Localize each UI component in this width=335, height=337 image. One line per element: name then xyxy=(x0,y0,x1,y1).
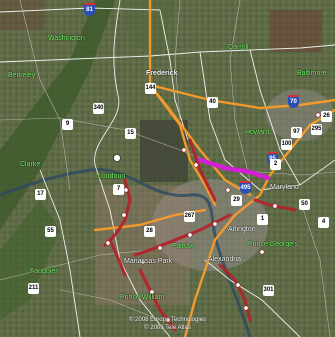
place-label-berkeley[interactable]: Berkeley xyxy=(8,72,36,79)
highway-shield-us-267: 267 xyxy=(184,211,195,222)
place-label-baltimore[interactable]: Baltimore xyxy=(297,70,327,77)
place-label-maryland[interactable]: Maryland xyxy=(270,184,299,191)
place-label-clarke[interactable]: Clarke xyxy=(20,161,41,168)
attribution-line-1: © 2008 Europa Technologies xyxy=(128,317,207,323)
place-label-fairfax[interactable]: Fairfax xyxy=(172,243,194,250)
place-label-washington-pa[interactable]: Washington xyxy=(48,35,85,42)
highway-shield-us-97: 97 xyxy=(291,127,302,138)
highway-shield-us-55: 55 xyxy=(45,226,56,237)
highway-shield-us-301: 301 xyxy=(263,285,274,296)
place-label-howard[interactable]: Howard xyxy=(245,129,270,136)
highway-shield-us-295: 295 xyxy=(311,124,322,135)
highway-shield-us-144: 144 xyxy=(145,83,156,94)
place-label-fauquier[interactable]: Fauquier xyxy=(30,268,58,275)
highway-shield-us-340: 340 xyxy=(93,103,104,114)
place-label-manassas-park[interactable]: Manassas Park xyxy=(124,258,173,265)
highway-shield-us-28: 28 xyxy=(144,226,155,237)
place-label-prince-georges[interactable]: Prince George's xyxy=(248,241,298,248)
highway-shield-us-29: 29 xyxy=(231,195,242,206)
highway-shield-us-7: 7 xyxy=(113,184,124,195)
highway-shield-us-26: 26 xyxy=(321,111,332,122)
highway-shield-us-17: 17 xyxy=(35,189,46,200)
highway-shield-i-495: 495 xyxy=(240,181,251,194)
highway-shield-us-81: 81 xyxy=(84,3,95,16)
highway-shield-us-40: 40 xyxy=(207,97,218,108)
place-label-alexandria[interactable]: Alexandria xyxy=(208,256,242,263)
highway-shield-us-4: 4 xyxy=(318,217,329,228)
place-label-arlington[interactable]: Arlington xyxy=(228,226,256,233)
attribution-line-2: © 2008 Tele Atlas xyxy=(144,325,191,331)
highway-shield-i-70: 70 xyxy=(288,95,299,108)
highway-shield-us-15: 15 xyxy=(125,128,136,139)
highway-shield-us-50: 50 xyxy=(299,199,310,210)
place-label-loudoun[interactable]: Loudoun xyxy=(98,173,126,180)
highway-shield-us-1: 1 xyxy=(257,214,268,225)
place-label-carroll[interactable]: Carroll xyxy=(228,44,249,51)
highway-shield-us-211: 211 xyxy=(28,283,39,294)
highway-shield-us-9: 9 xyxy=(62,119,73,130)
place-label-frederick[interactable]: Frederick xyxy=(146,70,178,77)
place-label-prince-william[interactable]: Prince William xyxy=(120,294,165,301)
highway-shield-us-100: 100 xyxy=(281,139,292,150)
highway-shield-us-2: 2 xyxy=(270,159,281,170)
